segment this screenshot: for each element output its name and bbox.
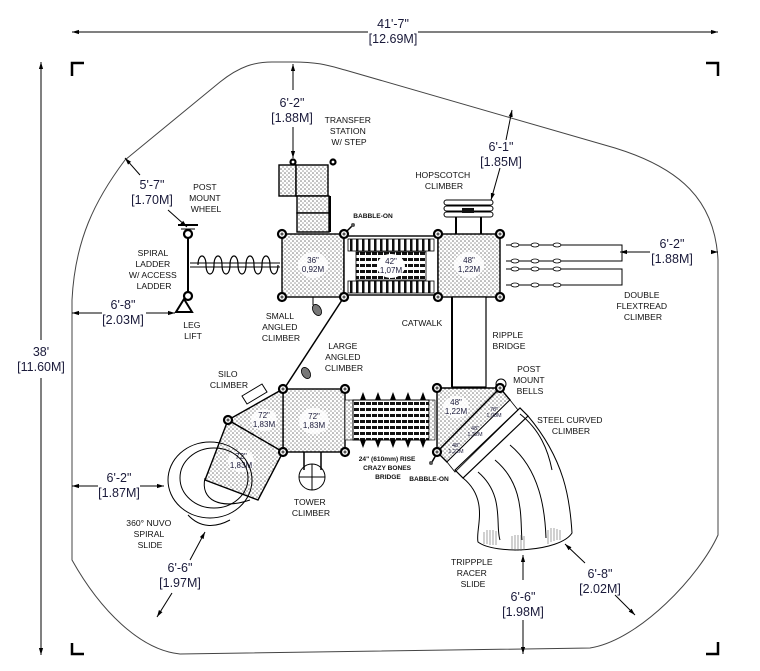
spiral-slide: [167, 441, 253, 526]
svg-text:48": 48": [452, 443, 460, 449]
dim-left-upper-metric: [2.03M]: [102, 313, 144, 327]
overall-depth-dimension: 38' [11.60M]: [17, 62, 65, 655]
dim-top-left-metric: [1.70M]: [131, 193, 173, 207]
svg-text:72": 72": [235, 452, 247, 461]
overall-width-imperial: 41'-7": [377, 17, 409, 31]
label-double-flextread-climber: DOUBLE FLEXTREAD CLIMBER: [616, 290, 669, 322]
dim-left-lower-metric: [1.87M]: [98, 486, 140, 500]
label-ripple-bridge: RIPPLE BRIDGE: [493, 330, 526, 351]
label-silo-climber: SILO CLIMBER: [210, 369, 248, 390]
label-large-angled-climber: LARGE ANGLED CLIMBER: [325, 341, 363, 373]
hopscotch-climber: [443, 199, 494, 234]
svg-text:1,83M: 1,83M: [230, 461, 253, 470]
overall-depth-imperial: 38': [33, 345, 49, 359]
svg-text:78": 78": [490, 407, 498, 413]
leg-lift: [174, 297, 194, 313]
svg-text:72": 72": [258, 411, 270, 420]
corner-marks: [70, 61, 720, 656]
label-post-mount-bells: POST MOUNT BELLS: [513, 364, 547, 396]
dim-bottom-metric: [1.98M]: [502, 605, 544, 619]
svg-text:1,98M: 1,98M: [486, 413, 502, 419]
label-crazy-bones-bridge: 24" (610mm) RISE CRAZY BONES BRIDGE: [359, 456, 417, 481]
dim-bottom-right-imperial: 6'-8": [588, 567, 613, 581]
deck-48-top: 48" 1,22M: [437, 233, 501, 298]
svg-text:1,22M: 1,22M: [445, 407, 468, 416]
dim-right-imperial: 6'-2": [660, 237, 685, 251]
deck-72-center: 72" 1,83M: [282, 388, 346, 453]
label-post-mount-wheel: POST MOUNT WHEEL: [189, 182, 223, 214]
silo-climber: [241, 383, 268, 405]
crazy-bones-bridge: [344, 392, 436, 448]
dim-top-left-imperial: 5'-7": [140, 178, 165, 192]
svg-text:1,83M: 1,83M: [253, 420, 276, 429]
label-babble-on-top: BABBLE-ON: [353, 213, 393, 220]
transfer-station: [278, 158, 337, 233]
svg-text:48": 48": [450, 398, 462, 407]
label-small-angled-climber: SMALL ANGLED CLIMBER: [262, 311, 300, 343]
label-tower-climber: TOWER CLIMBER: [292, 497, 330, 518]
dim-top-imperial: 6'-2": [280, 96, 305, 110]
tower-climber: [298, 452, 326, 491]
component-labels: TRANSFER STATION W/ STEP POST MOUNT WHEE…: [126, 115, 669, 589]
svg-text:1,22M: 1,22M: [467, 432, 483, 438]
deck-36: 36" 0,92M: [281, 233, 345, 298]
dim-bottom-imperial: 6'-6": [511, 590, 536, 604]
spiral-ladder: [182, 238, 280, 302]
dim-right-metric: [1.88M]: [651, 252, 693, 266]
svg-text:48": 48": [471, 426, 479, 432]
use-zone-boundary: [71, 61, 719, 655]
label-hopscotch-climber: HOPSCOTCH CLIMBER: [415, 170, 472, 191]
label-leg-lift: LEG LIFT: [183, 320, 203, 341]
label-tripple-racer-slide: TRIPPPLE RACER SLIDE: [451, 557, 495, 589]
tripple-racer-slide: [462, 415, 573, 551]
double-flextread-climber: [506, 242, 623, 288]
large-angled-climber: [283, 296, 345, 390]
svg-text:1,22M: 1,22M: [448, 449, 464, 455]
dim-top-right-metric: [1.85M]: [480, 155, 522, 169]
structure-posts: [222, 228, 506, 458]
dim-bottom-right-metric: [2.02M]: [579, 582, 621, 596]
ripple-bridge: [451, 296, 487, 388]
post-mount-wheel: [178, 224, 198, 240]
svg-text:0,92M: 0,92M: [302, 265, 325, 274]
clearance-dimension-lines: [72, 64, 718, 654]
deck-72-left: 72" 1,83M: [226, 387, 284, 454]
label-babble-on-bottom: BABBLE-ON: [409, 476, 449, 483]
label-steel-curved-climber: STEEL CURVED CLIMBER: [537, 415, 605, 436]
dim-top-right-imperial: 6'-1": [489, 140, 514, 154]
deck-72-bottom: 72" 1,83M: [204, 418, 284, 501]
dim-left-upper-imperial: 6'-8": [111, 298, 136, 312]
svg-text:42": 42": [385, 257, 397, 266]
svg-text:1,07M: 1,07M: [380, 266, 403, 275]
clearance-dimension-labels: 6'-2" [1.88M] 5'-7" [1.70M] 6'-1" [1.85M…: [98, 96, 693, 619]
dim-bottom-left-metric: [1.97M]: [159, 576, 201, 590]
label-spiral-slide: 360° NUVO SPIRAL SLIDE: [126, 518, 173, 550]
dim-top-metric: [1.88M]: [271, 111, 313, 125]
small-angled-climber: [312, 297, 322, 316]
svg-text:36": 36": [307, 256, 319, 265]
label-catwalk: CATWALK: [402, 318, 443, 328]
label-transfer-station: TRANSFER STATION W/ STEP: [325, 115, 374, 147]
svg-text:1,22M: 1,22M: [458, 265, 481, 274]
svg-text:48": 48": [463, 256, 475, 265]
overall-depth-metric: [11.60M]: [17, 360, 65, 374]
catwalk-deck-42: 42" 1,07M: [343, 235, 439, 296]
overall-width-dimension: 41'-7" [12.69M]: [72, 17, 718, 46]
svg-text:1,83M: 1,83M: [303, 421, 326, 430]
svg-text:72": 72": [308, 412, 320, 421]
label-spiral-ladder: SPIRAL LADDER W/ ACCESS LADDER: [129, 248, 179, 291]
dim-left-lower-imperial: 6'-2": [107, 471, 132, 485]
overall-width-metric: [12.69M]: [369, 32, 418, 46]
deck-steps: 78" 1,98M 48" 1,22M 48" 1,22M: [436, 386, 519, 473]
dim-bottom-left-imperial: 6'-6": [168, 561, 193, 575]
